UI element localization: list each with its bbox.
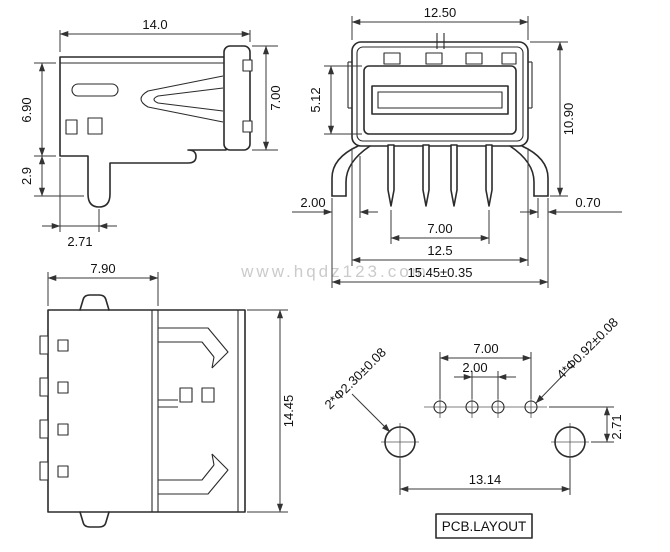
dim-front-pin-span: 7.00 [427, 221, 452, 236]
side-hole-small [65, 119, 78, 135]
front-view-body [331, 33, 549, 207]
front-view: 12.50 5.12 10.90 0.70 2.00 [292, 5, 622, 288]
dim-side-leg-height: 2.9 [19, 167, 34, 185]
dim-pcb-hole-span: 13.14 [469, 472, 502, 487]
dim-side-face-height: 7.00 [268, 85, 283, 110]
pin-1 [387, 144, 395, 207]
mounting-hole-left [384, 426, 416, 458]
dim-front-leg-span: 12.5 [427, 243, 452, 258]
latch-spring-bottom [158, 453, 229, 495]
dim-side-body-height: 6.90 [19, 97, 34, 122]
top-view-body [39, 294, 246, 528]
side-view-dimensions: 14.0 7.00 6.90 2.9 2.71 [19, 17, 283, 249]
pin-hole-3 [491, 400, 505, 414]
shell-dimple [501, 52, 517, 65]
watermark: www.hqdz123.com [240, 262, 429, 281]
top-view-dimensions: 7.90 14.45 [47, 261, 296, 513]
shell-dimple [425, 52, 443, 65]
pin-3 [450, 144, 458, 207]
pcb-layout-label: PCB.LAYOUT [442, 519, 527, 534]
front-tongue [371, 85, 509, 115]
mount-leg-right [521, 145, 549, 197]
pcb-dimensions: 2*Φ2.30±0.08 4*Φ0.92±0.08 7.00 2.00 13.1… [322, 315, 624, 495]
pcb-layout-view: 2*Φ2.30±0.08 4*Φ0.92±0.08 7.00 2.00 13.1… [322, 315, 624, 539]
side-slot [71, 83, 119, 97]
dim-top-total-length: 14.45 [281, 395, 296, 428]
dim-pcb-pin-pitch: 2.00 [462, 360, 487, 375]
pin-4 [485, 144, 493, 207]
dim-front-right-offset: 0.70 [575, 195, 600, 210]
front-opening [363, 65, 517, 135]
top-view: 7.90 14.45 [39, 261, 296, 528]
dim-side-width: 14.0 [142, 17, 167, 32]
latch-spring-top [158, 327, 229, 369]
dim-front-overall-width: 15.45±0.35 [408, 265, 473, 280]
shell-notch-top [242, 59, 253, 72]
pcb-holes [381, 396, 589, 461]
board-lock-bottom [79, 511, 110, 528]
board-lock-top [79, 294, 110, 311]
dim-front-left-offset: 2.00 [300, 195, 325, 210]
solder-tab [39, 335, 49, 355]
label-pin-holes: 4*Φ0.92±0.08 [554, 315, 621, 382]
contact-spring-outer [140, 75, 224, 123]
dim-top-body-width: 7.90 [90, 261, 115, 276]
pin-hole-4 [524, 400, 538, 414]
dim-front-opening-height: 5.12 [308, 87, 323, 112]
side-view: 14.0 7.00 6.90 2.9 2.71 [19, 17, 283, 249]
contact-spring-inner [153, 87, 224, 112]
mounting-hole-right [554, 426, 586, 458]
front-shell-inner-wall [356, 46, 524, 142]
dim-pcb-pin-span: 7.00 [473, 341, 498, 356]
label-mounting-holes: 2*Φ2.30±0.08 [322, 345, 389, 412]
pin-hole-1 [433, 400, 447, 414]
side-hole-large [87, 117, 103, 135]
solder-tab [39, 461, 49, 481]
pin-2 [422, 144, 430, 207]
front-view-dimensions: 12.50 5.12 10.90 0.70 2.00 [292, 5, 622, 288]
mount-leg-left [331, 145, 359, 197]
shell-notch-bottom [242, 120, 253, 133]
dim-pcb-row-offset: 2.71 [609, 414, 624, 439]
solder-tab [39, 377, 49, 397]
side-view-body [59, 45, 253, 208]
pin-hole-2 [465, 400, 479, 414]
shell-dimple [383, 52, 401, 65]
front-tongue-inner [377, 91, 503, 109]
dim-front-shell-width: 12.50 [424, 5, 457, 20]
shell-dimple [465, 52, 483, 65]
dim-side-leg-offset: 2.71 [67, 234, 92, 249]
dim-front-total-height: 10.90 [561, 103, 576, 136]
pcb-layout-label-box: PCB.LAYOUT [435, 513, 533, 539]
solder-tab [39, 419, 49, 439]
